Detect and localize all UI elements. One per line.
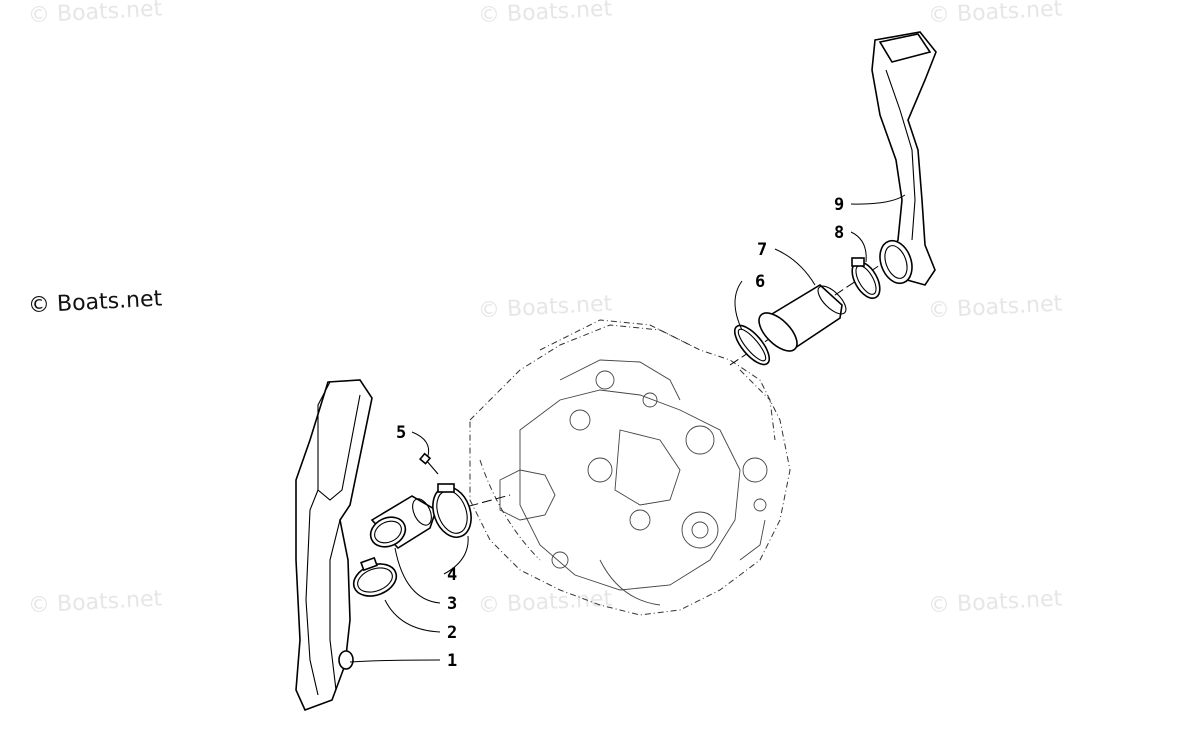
leader-line (850, 231, 867, 263)
leader-line (443, 535, 469, 575)
callout-5: 5 (396, 423, 406, 443)
callout-3: 3 (447, 594, 457, 614)
engine-phantom (469, 319, 791, 616)
callout-8: 8 (834, 223, 844, 243)
leader-line (774, 248, 816, 286)
callout-1: 1 (447, 651, 457, 671)
callout-4: 4 (447, 565, 457, 585)
callout-6: 6 (755, 272, 765, 292)
upper-duct-part (871, 31, 937, 286)
screw-part (419, 452, 439, 475)
leader-line (734, 280, 743, 331)
clamp-part (432, 483, 472, 538)
leader-line (411, 431, 430, 457)
callout-7: 7 (757, 240, 767, 260)
leader-line (850, 194, 906, 205)
upper-clamp-part (733, 324, 771, 366)
upper-boot-part (758, 284, 847, 352)
callout-2: 2 (447, 623, 457, 643)
intake-boot-part (369, 495, 437, 550)
leader-line (394, 547, 441, 604)
leader-line (384, 599, 441, 633)
intake-duct-part (295, 379, 373, 712)
upper-hose-clamp-part (851, 257, 881, 299)
hose-clamp-part (352, 556, 398, 597)
callout-9: 9 (834, 195, 844, 215)
leader-line (349, 659, 441, 663)
